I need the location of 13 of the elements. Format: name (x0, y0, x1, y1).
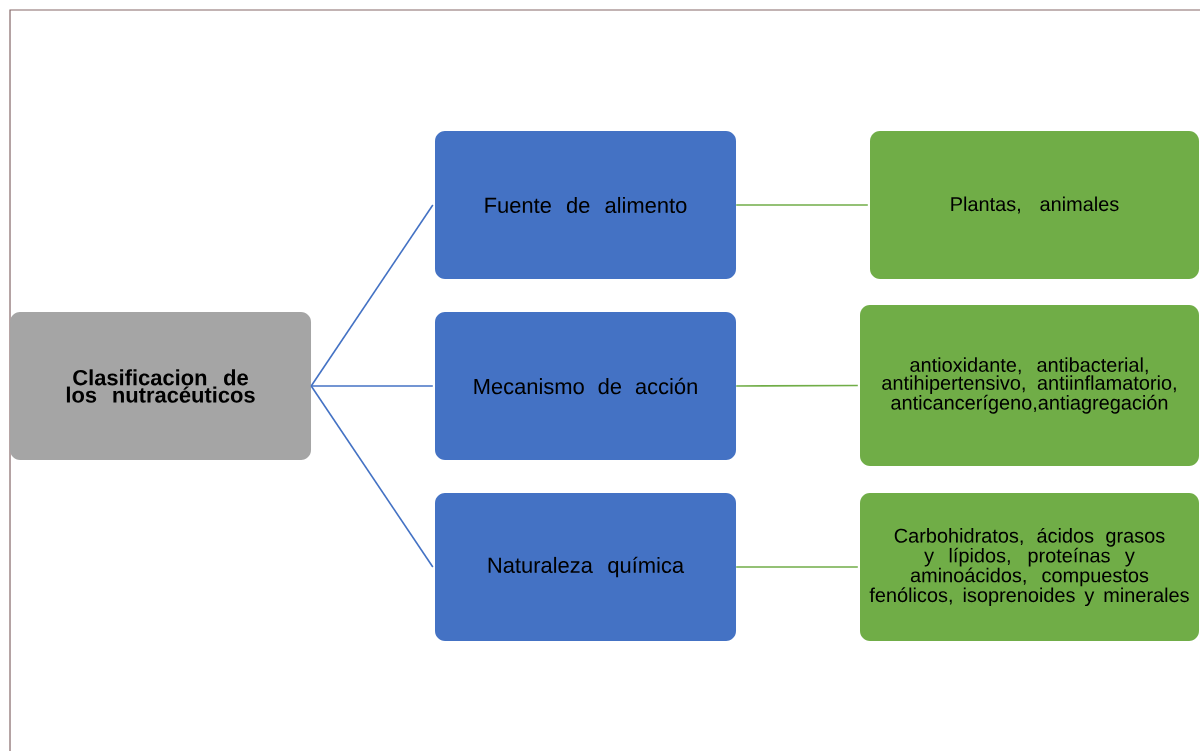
connector-line (310, 385, 434, 568)
category-box: Mecanismo de acción (435, 312, 736, 460)
detail-box: Carbohidratos, ácidos grasos y lípidos, proteínas y aminoácidos, compuestos fenólicos, isoprenoides y minerales (860, 493, 1199, 641)
connector-line (310, 385, 434, 387)
category-box: Fuente de alimento (435, 131, 736, 279)
category-box: Naturaleza química (435, 493, 736, 641)
detail-box: antioxidante, antibacterial, antihipertensivo, antiinflamatorio, anticancerígeno,antiagregación (860, 305, 1199, 466)
category-box: Clasificacion de los nutracéuticos (10, 312, 311, 460)
connector-line (735, 384, 859, 387)
connector-line (735, 566, 859, 568)
detail-box: Plantas, animales (870, 131, 1199, 279)
connector-line (735, 204, 869, 206)
connector-line (310, 204, 434, 387)
